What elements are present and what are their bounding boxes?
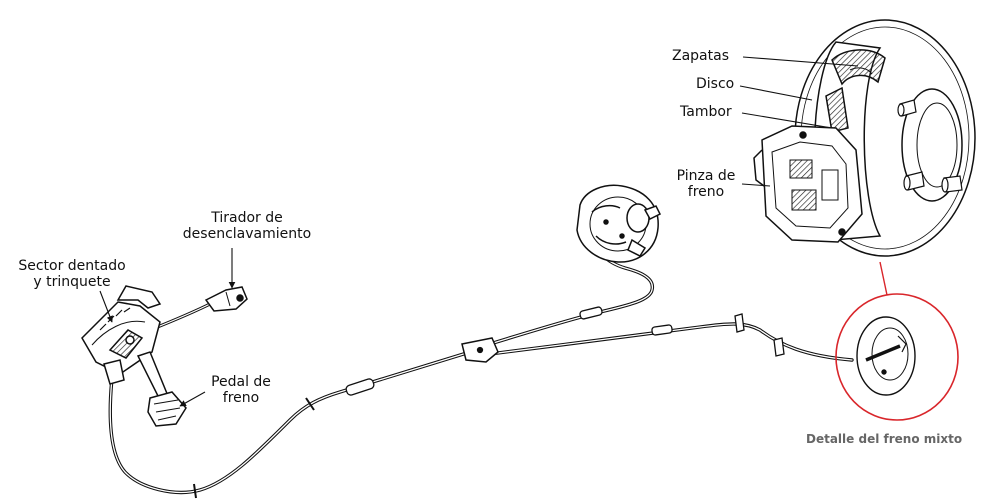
leader-sector: [99, 290, 113, 323]
cable-sheath: [651, 324, 673, 336]
label-tirador-line1: Tirador de: [211, 210, 283, 226]
label-pinza-line1: Pinza de: [676, 168, 736, 184]
label-sector-line1: Sector dentado: [18, 258, 126, 274]
label-sector-line2: y trinquete: [33, 274, 111, 290]
brake-cable: [108, 236, 854, 495]
cable-sheath: [345, 378, 375, 396]
disc-brake-assembly: [753, 19, 976, 257]
cable-bracket: [773, 337, 785, 357]
leader-lines: [99, 56, 859, 407]
label-pedal: Pedal de freno: [200, 374, 282, 406]
lever-link: [103, 359, 125, 385]
label-pinza-line2: freno: [687, 184, 725, 200]
cable-sheath: [579, 306, 603, 320]
detail-caption: Detalle del freno mixto: [806, 432, 963, 446]
label-tirador-line2: desenclavamiento: [182, 226, 312, 242]
mounting-bracket: [116, 285, 162, 309]
leader-tambor: [741, 112, 833, 129]
cable-clip: [305, 397, 315, 411]
brake-shoes: [831, 49, 886, 86]
leader-disco: [739, 85, 813, 101]
detail-circle: [835, 293, 959, 421]
label-pinza: Pinza de freno: [670, 168, 742, 200]
brake-caliper: [761, 125, 863, 243]
label-sector: Sector dentado y trinquete: [6, 258, 138, 290]
brake-pedal-arm: [136, 351, 169, 402]
right-rear-brake: [856, 316, 916, 396]
label-disco-text: Disco: [696, 76, 735, 92]
label-tambor: Tambor: [680, 104, 732, 120]
cable-bracket: [734, 313, 745, 333]
label-disco: Disco: [696, 76, 734, 92]
label-zapatas-text: Zapatas: [672, 48, 729, 64]
leader-pedal: [179, 391, 206, 407]
cable-clip: [193, 483, 197, 499]
brake-lever-assembly: [81, 285, 187, 427]
label-zapatas: Zapatas: [672, 48, 729, 64]
label-tambor-text: Tambor: [680, 104, 732, 120]
hub-cap: [626, 203, 650, 233]
label-tirador: Tirador de desenclavamiento: [168, 210, 326, 242]
leader-pinza: [741, 183, 771, 187]
left-rear-drum-brake: [576, 184, 662, 263]
detail-connector-line: [879, 261, 888, 296]
label-pedal-line2: freno: [222, 390, 260, 406]
cable-fittings: [193, 306, 785, 499]
label-pedal-line1: Pedal de: [211, 374, 271, 390]
leader-zapatas: [742, 56, 859, 67]
cable-end: [865, 344, 901, 362]
pivot-pin: [125, 335, 135, 345]
release-handle: [204, 286, 248, 312]
wheel-studs: [897, 99, 963, 193]
brake-pedal-pad: [147, 391, 187, 427]
